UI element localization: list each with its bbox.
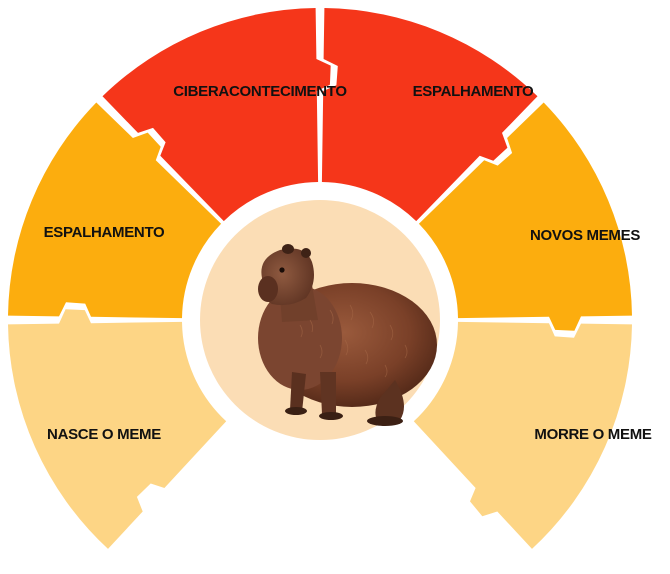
capybara-eye xyxy=(279,267,284,272)
capybara-front-leg-right xyxy=(320,372,336,415)
segment-label-ciberacontecimento: CIBERACONTECIMENTO xyxy=(173,83,347,100)
segment-label-nasce-o-meme: NASCE O MEME xyxy=(47,426,161,443)
segment-label-novos-memes: NOVOS MEMES xyxy=(530,227,640,244)
segment-label-espalhamento-left: ESPALHAMENTO xyxy=(44,224,165,241)
capybara-ear xyxy=(282,244,294,254)
segment-label-espalhamento-top: ESPALHAMENTO xyxy=(413,83,534,100)
segment-label-morre-o-meme: MORRE O MEME xyxy=(534,426,652,443)
